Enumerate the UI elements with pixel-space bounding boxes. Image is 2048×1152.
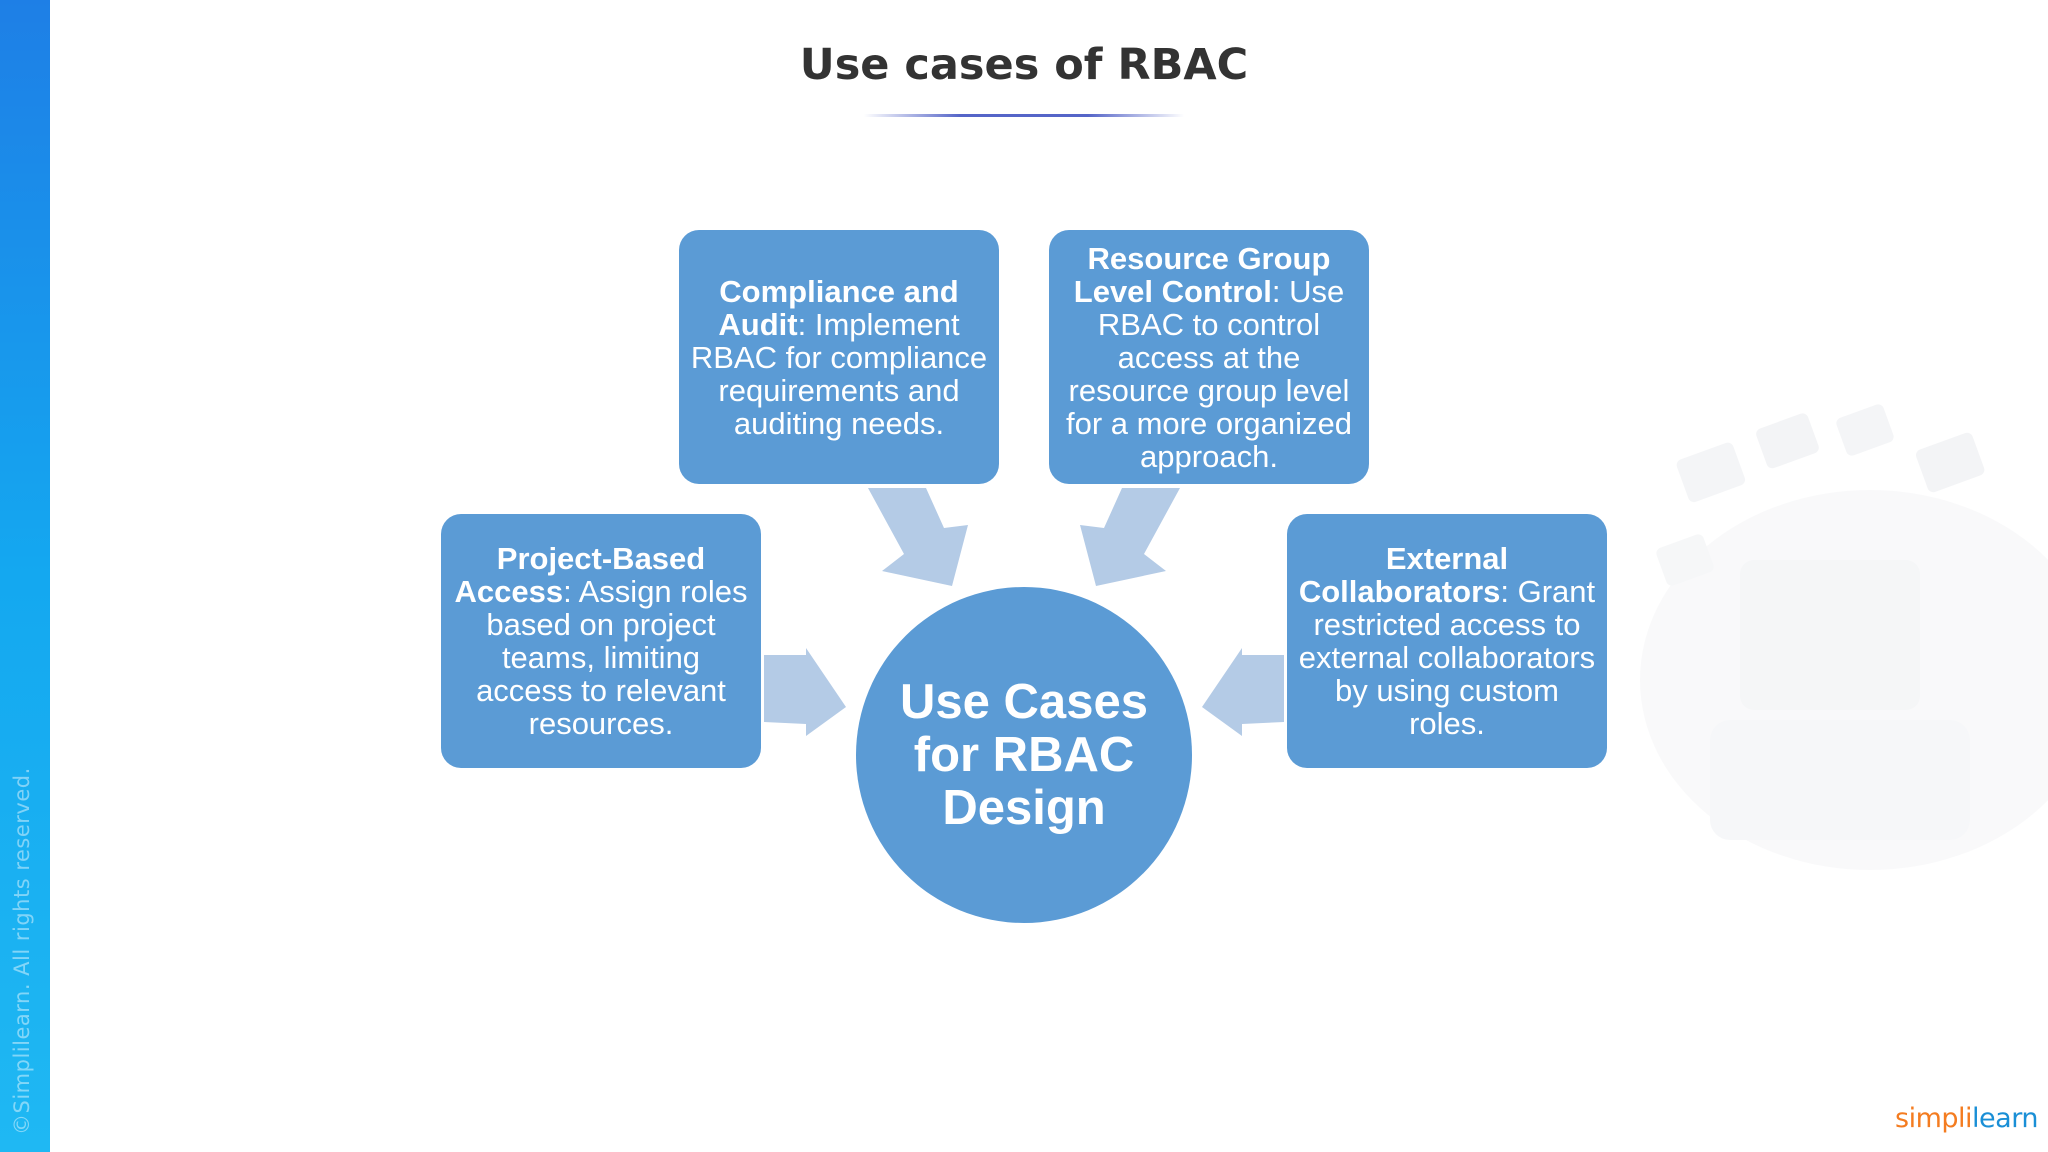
external-collaborators-box: External Collaborators: Grant restricted… <box>1287 514 1607 768</box>
center-label: Use Cases for RBAC Design <box>900 674 1148 835</box>
logo-part-3: learn <box>1972 1103 2038 1134</box>
resource-group-heading: Resource Group Level Control <box>1073 240 1331 309</box>
project-based-heading: Project-Based Access <box>454 541 706 609</box>
title-underline <box>864 114 1184 117</box>
page-title: Use cases of RBAC <box>799 40 1249 90</box>
external-body: : Grant restricted access to external co… <box>1298 574 1596 741</box>
compliance-heading: Compliance and Audit <box>718 273 959 342</box>
arrow-from-project-based <box>764 648 846 736</box>
project-based-box: Project-Based Access: Assign roles based… <box>441 514 761 768</box>
resource-group-body: : Use RBAC to control access at the reso… <box>1065 273 1353 474</box>
simplilearn-logo: simplilearn <box>1895 1103 2038 1134</box>
project-based-body: : Assign roles based on project teams, l… <box>476 574 748 741</box>
logo-part-1: simpl <box>1895 1103 1966 1134</box>
external-heading: External Collaborators <box>1298 541 1509 609</box>
arrow-from-resource-group <box>1080 488 1180 586</box>
center-circle: Use Cases for RBAC Design <box>856 587 1192 923</box>
logo-part-2: i <box>1965 1103 1973 1134</box>
resource-group-box: Resource Group Level Control: Use RBAC t… <box>1049 230 1369 484</box>
arrow-from-compliance <box>868 488 968 586</box>
arrow-from-external <box>1202 648 1284 736</box>
background-illustration <box>1640 404 2048 870</box>
compliance-audit-box: Compliance and Audit: Implement RBAC for… <box>679 230 999 484</box>
sidebar-band: ©Simplilearn. All rights reserved. <box>0 0 50 1152</box>
compliance-body: : Implement RBAC for compliance requirem… <box>690 306 988 441</box>
